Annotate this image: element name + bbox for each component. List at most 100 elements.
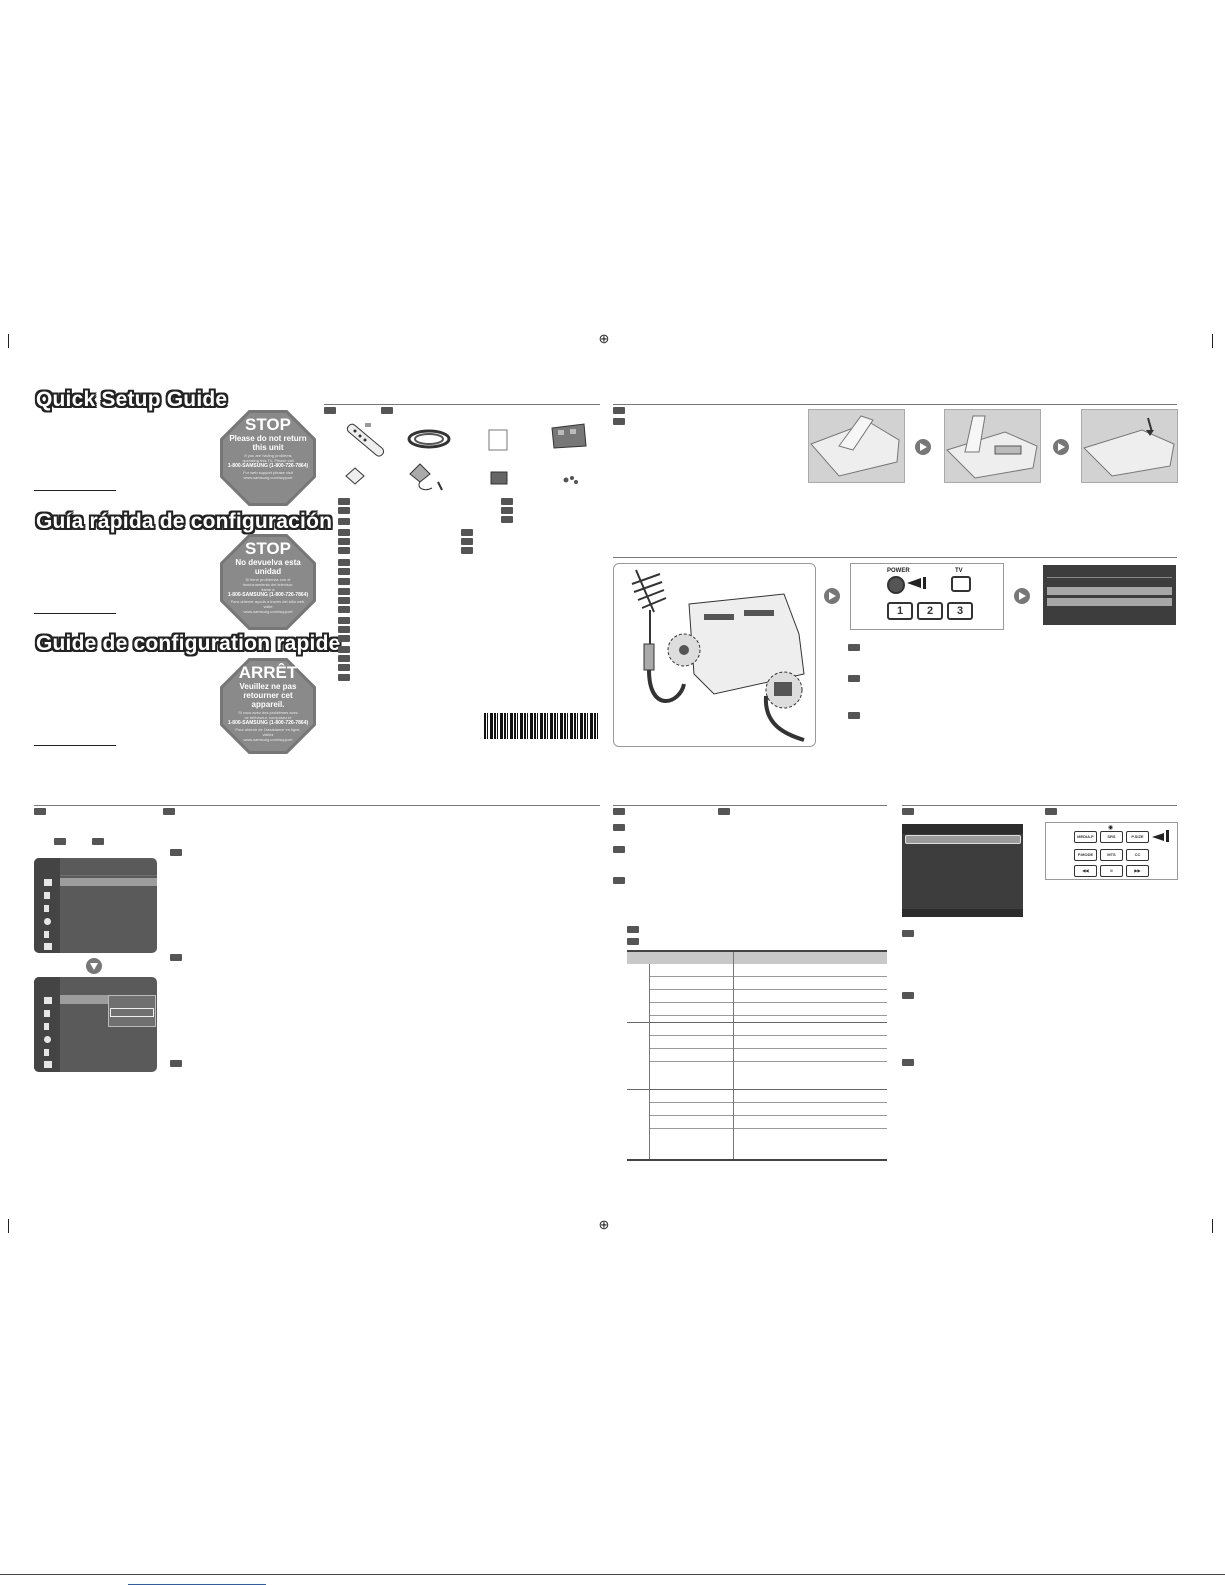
step-tag: [613, 824, 625, 831]
stop-phone: 1-800-SAMSUNG (1-800-726-7864): [227, 720, 309, 726]
rewind-button[interactable]: ◀◀: [1074, 865, 1097, 877]
accessory-tag: [338, 578, 350, 585]
accessory-tag: [501, 516, 513, 523]
osd-footer: [902, 909, 1023, 917]
stop-phone: 1-800-SAMSUNG (1-800-726-7864): [227, 592, 309, 598]
section-tag: [1045, 808, 1057, 815]
table-row-rule: [649, 1015, 887, 1016]
p-mode-button[interactable]: P.MODE: [1074, 849, 1097, 861]
stop-footer: Pour obtenir de l'assistance en ligne, v…: [235, 727, 301, 737]
power-button[interactable]: [887, 576, 905, 594]
accessory-tag: [338, 664, 350, 671]
setup-submenu-screen: [34, 977, 157, 1072]
channel-icon: [44, 905, 49, 912]
osd-row: [1047, 598, 1172, 606]
number-key-2[interactable]: 2: [917, 602, 943, 620]
cable-holder-icon: [409, 463, 443, 491]
table-row-rule: [649, 1102, 887, 1103]
input-icon: [44, 931, 49, 938]
picture-icon: [44, 879, 52, 886]
accessory-tag: [338, 538, 350, 545]
remote-control-icon: [346, 423, 385, 457]
settings-table: [627, 950, 887, 1162]
accessory-tag: [501, 507, 513, 514]
step-tag: [613, 846, 625, 853]
stop-note: If you are having problems operating thi…: [242, 453, 294, 463]
sound-icon: [44, 1010, 50, 1017]
pointer-bar: [923, 577, 926, 589]
stop-phone: 1-800-SAMSUNG (1-800-726-7864): [227, 463, 309, 469]
osd-row: [1047, 577, 1172, 578]
accessory-tag: [338, 635, 350, 642]
media-p-button[interactable]: MEDIA.P: [1074, 831, 1097, 843]
divider: [34, 745, 116, 746]
osd-title-bar: [902, 824, 1023, 834]
crop-mark-br: [1212, 1219, 1213, 1233]
step-tag: [627, 926, 639, 933]
accessory-tag: [338, 518, 350, 525]
application-icon: [44, 1061, 52, 1068]
accessory-tag: [338, 597, 350, 604]
step-tag: [170, 849, 182, 856]
screws-icon: [563, 476, 578, 484]
remote-power-closeup: POWER TV 1 2 3: [850, 563, 1004, 630]
accessory-tag: [461, 538, 473, 545]
stop-headline: ARRÊT: [238, 663, 298, 682]
number-key-3[interactable]: 3: [947, 602, 973, 620]
cleaning-cloth-icon: [345, 467, 365, 485]
step-tag: [170, 1060, 182, 1067]
accessory-tag: [338, 626, 350, 633]
setup-icon: [44, 1036, 51, 1043]
table-col-divider: [733, 952, 734, 1160]
menu-row: [60, 875, 157, 876]
step-tag: [848, 675, 860, 682]
stop-footer: Para obtener ayuda a través del sitio we…: [230, 599, 306, 609]
osd-selected-row: [905, 835, 1021, 844]
battery-step-1-image: [808, 409, 905, 483]
pause-button[interactable]: II: [1100, 865, 1123, 877]
setup-menu-screen: [34, 858, 157, 953]
stop-sign: STOP Please do not return this unit If y…: [220, 410, 316, 506]
stand-bracket-icon: [551, 423, 587, 449]
stop-headline: STOP: [245, 539, 291, 558]
accessory-tag: [338, 646, 350, 653]
divider: [34, 490, 116, 491]
antenna-connection-diagram: [613, 563, 816, 747]
section-rule: [613, 557, 1177, 558]
cc-button[interactable]: CC: [1126, 849, 1149, 861]
right-arrow-circle-icon: [824, 588, 840, 604]
menu-highlight: [60, 878, 157, 886]
step-tag: [613, 877, 625, 884]
section-tag: [324, 407, 336, 414]
fast-forward-button[interactable]: ▶▶: [1126, 865, 1149, 877]
section-tag: [718, 808, 730, 815]
stop-url: www.samsung.com/support: [243, 609, 293, 614]
stop-headline: STOP: [245, 415, 291, 434]
right-arrow-circle-icon: [915, 439, 931, 455]
submenu-selection: [110, 1008, 154, 1017]
accessory-tag: [338, 588, 350, 595]
input-icon: [44, 1049, 49, 1056]
title-spanish: Guía rápida de configuración: [36, 510, 333, 533]
section-tag: [381, 407, 393, 414]
accessory-tag: [338, 507, 350, 514]
table-top-rule: [627, 950, 887, 952]
section-tag: [163, 808, 175, 815]
crop-mark-tl: [8, 334, 9, 348]
section-rule: [34, 805, 600, 806]
battery-step-2-image: [944, 409, 1041, 483]
step-tag: [902, 992, 914, 999]
p-size-button[interactable]: P.SIZE: [1126, 831, 1149, 843]
submenu-popup: [108, 995, 156, 1027]
stop-message: No devuelva esta unidad: [235, 558, 301, 576]
section-rule: [902, 805, 1177, 806]
section-rule: [613, 404, 1177, 405]
number-key-1[interactable]: 1: [887, 602, 913, 620]
tv-button[interactable]: [951, 576, 971, 592]
section-tag: [34, 808, 46, 815]
pointer-arrow-icon: [1152, 833, 1164, 841]
srs-button[interactable]: SRS: [1100, 831, 1123, 843]
mts-button[interactable]: MTS: [1100, 849, 1123, 861]
power-label: POWER: [887, 568, 910, 574]
title-french: Guide de configuration rapide: [36, 632, 341, 655]
